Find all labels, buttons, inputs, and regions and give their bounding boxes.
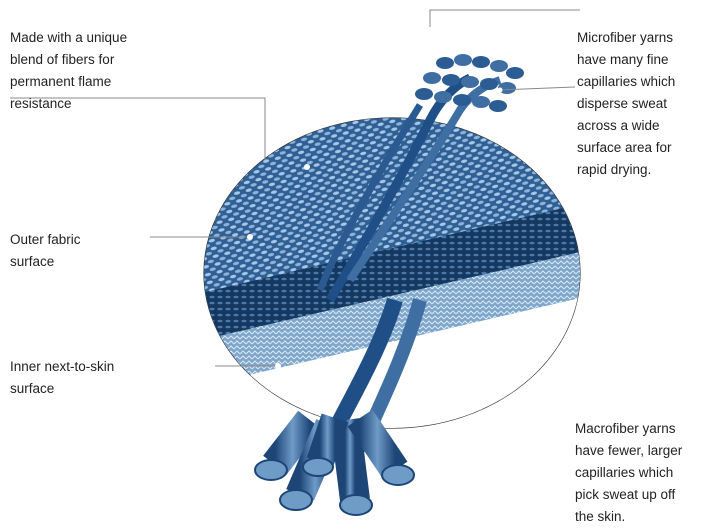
label-line: the skin. [575,506,682,528]
marker-dot-flame [304,164,310,170]
leader-micro-top [430,10,580,27]
label-line: permanent flame [10,71,127,93]
label-inner-skin: Inner next-to-skin surface [10,356,114,400]
label-line: blend of fibers for [10,49,127,71]
label-line: Inner next-to-skin [10,356,114,378]
label-line: disperse sweat [577,93,675,115]
label-line: capillaries which [577,71,675,93]
label-line: capillaries which [575,462,682,484]
label-line: have fewer, larger [575,440,682,462]
label-line: surface [10,251,81,273]
marker-dot-inner [275,363,281,369]
label-line: rapid drying. [577,159,675,181]
label-outer-fabric: Outer fabric surface [10,229,81,273]
label-macrofiber: Macrofiber yarns have fewer, larger capi… [575,418,682,528]
label-line: surface [10,378,114,400]
label-line: have many fine [577,49,675,71]
marker-dot-outer [247,234,253,240]
label-flame-resistance: Made with a unique blend of fibers for p… [10,27,127,115]
label-line: Macrofiber yarns [575,418,682,440]
label-line: across a wide [577,115,675,137]
label-line: Microfiber yarns [577,27,675,49]
label-line: resistance [10,93,127,115]
label-line: pick sweat up off [575,484,682,506]
label-line: Made with a unique [10,27,127,49]
label-line: Outer fabric [10,229,81,251]
label-microfiber: Microfiber yarns have many fine capillar… [577,27,675,181]
marker-dot-micro [498,88,503,93]
label-line: surface area for [577,137,675,159]
